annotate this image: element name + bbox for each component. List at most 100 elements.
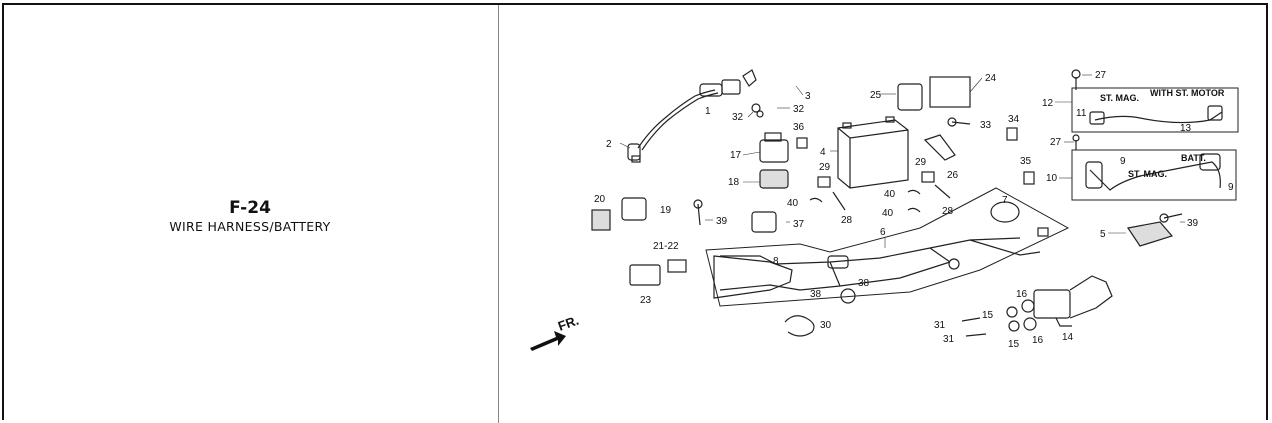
callout-26: 26 (947, 170, 959, 181)
callout-12: 12 (1042, 98, 1054, 109)
cover-23 (629, 264, 661, 286)
callout-5: 5 (1100, 229, 1106, 240)
cap-29-right (921, 171, 935, 183)
callout-40c: 40 (882, 208, 894, 219)
leader-lines (619, 74, 1185, 248)
callout-21-22: 21-22 (653, 241, 679, 252)
callout-38b: 38 (810, 289, 822, 300)
box-10 (1071, 149, 1237, 201)
cable-13 (1094, 111, 1223, 124)
label-st-mag: ST. MAG. (1100, 93, 1139, 103)
bracket-26 (923, 134, 956, 161)
callout-10: 10 (1046, 173, 1058, 184)
callout-24: 24 (985, 73, 997, 84)
callout-3: 3 (805, 91, 811, 102)
page-frame (2, 3, 1268, 420)
callout-35: 35 (1020, 156, 1032, 167)
relay-37 (751, 211, 777, 233)
terminal-35 (1023, 171, 1035, 185)
callout-32a: 32 (732, 112, 744, 123)
clip-40-a (809, 197, 823, 203)
callout-28a: 28 (841, 215, 853, 226)
wire-harness-6 (719, 227, 1049, 291)
callout-38a: 38 (858, 278, 870, 289)
cap-29-left (817, 176, 831, 188)
battery-4 (837, 116, 909, 189)
cable-9 (1089, 161, 1221, 191)
nut-32-a (751, 103, 761, 113)
callout-9a: 9 (1120, 156, 1126, 167)
box-with-st-motor (1071, 87, 1239, 133)
callout-32b: 32 (793, 104, 805, 115)
panel-divider (498, 5, 499, 423)
callout-31a: 31 (934, 320, 946, 331)
callout-9b: 9 (1228, 182, 1234, 193)
boot-8 (713, 255, 793, 299)
fuse-box-19 (621, 197, 647, 221)
washer-15-b (1008, 320, 1020, 332)
bolt-31-a (961, 317, 981, 322)
callout-37: 37 (793, 219, 805, 230)
callout-39b: 39 (1187, 218, 1199, 229)
front-arrow-icon (530, 331, 566, 351)
label-batt: BATT. (1181, 153, 1206, 163)
label-with-st-motor: WITH ST. MOTOR (1150, 88, 1225, 98)
relay-17 (759, 132, 789, 189)
terminal-34 (1006, 127, 1018, 141)
clip-40-b (907, 189, 921, 195)
bolt-28-left (832, 191, 846, 211)
cap-7 (990, 201, 1020, 223)
regulator-24 (929, 76, 971, 108)
callout-40a: 40 (787, 198, 799, 209)
callout-19: 19 (660, 205, 672, 216)
holder-25 (897, 83, 923, 111)
callout-33: 33 (980, 120, 992, 131)
parts-diagram: FR. 1 2 3 4 5 6 7 8 9 9 10 11 12 13 14 1… (530, 69, 1239, 351)
front-label: FR. (556, 313, 581, 334)
callout-29b: 29 (915, 157, 927, 168)
callout-40b: 40 (884, 189, 896, 200)
bolt-39-right (1163, 213, 1183, 219)
callout-34: 34 (1008, 114, 1020, 125)
callout-29a: 29 (819, 162, 831, 173)
callout-18: 18 (728, 177, 740, 188)
callout-27a: 27 (1095, 70, 1107, 81)
callout-2: 2 (606, 139, 612, 150)
bolt-31-b (965, 333, 987, 337)
callout-6: 6 (880, 227, 886, 238)
callout-28b: 28 (942, 206, 954, 217)
callout-31b: 31 (943, 334, 955, 345)
connector-21-22 (667, 259, 687, 273)
callout-1: 1 (705, 106, 711, 117)
callout-group: 1 2 3 4 5 6 7 8 9 9 10 11 12 13 14 15 15… (594, 70, 1234, 350)
callout-36: 36 (793, 122, 805, 133)
starter-relay-14 (1033, 275, 1113, 327)
callout-8: 8 (773, 256, 779, 267)
callout-16b: 16 (1032, 335, 1044, 346)
harness-boundary (705, 187, 1070, 307)
callout-27b: 27 (1050, 137, 1062, 148)
figure-title-block: F-24 WIRE HARNESS/BATTERY (2, 198, 498, 235)
clip-36 (796, 137, 808, 149)
cover-5 (1126, 221, 1174, 247)
callout-25: 25 (870, 90, 882, 101)
callout-16a: 16 (1016, 289, 1028, 300)
callout-17: 17 (730, 150, 742, 161)
fuse-20 (591, 209, 611, 231)
ignition-coil-part (627, 69, 757, 163)
callout-7: 7 (1002, 195, 1008, 206)
callout-15b: 15 (1008, 339, 1020, 350)
connector-38 (840, 288, 856, 304)
callout-4: 4 (820, 147, 826, 158)
clip-40-c (907, 207, 921, 213)
callout-11: 11 (1076, 108, 1087, 119)
bolt-33 (951, 121, 971, 125)
callout-20: 20 (594, 194, 606, 205)
bolt-28-right (934, 184, 951, 199)
figure-code: F-24 (229, 198, 271, 218)
callout-13: 13 (1180, 123, 1192, 134)
label-st-mag-lower: ST. MAG. (1128, 169, 1167, 179)
band-30 (784, 315, 815, 337)
washer-15-a (1006, 306, 1018, 318)
nut-16-a (1021, 299, 1035, 313)
